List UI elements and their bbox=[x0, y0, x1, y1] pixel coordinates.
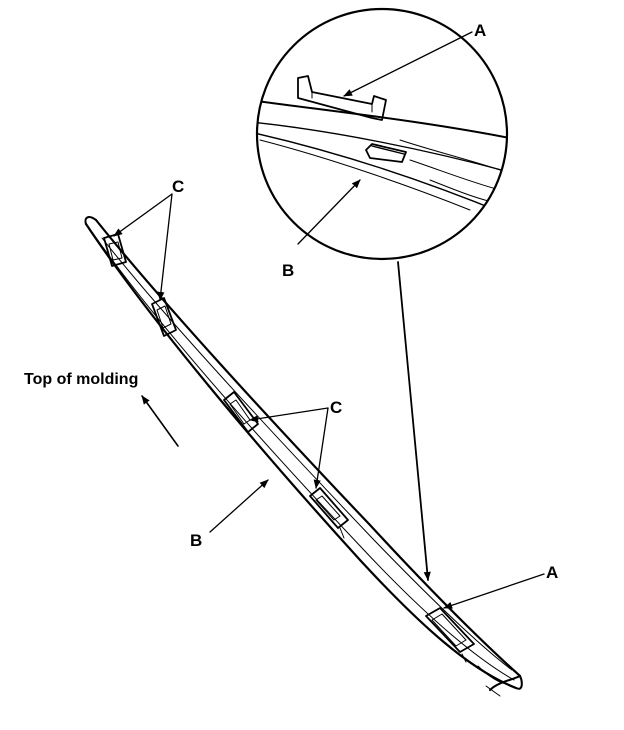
leader-lines bbox=[113, 31, 545, 609]
clip-c-1 bbox=[103, 233, 127, 267]
label-a-low: A bbox=[546, 563, 558, 582]
molding-inner-edge bbox=[94, 218, 522, 678]
leader-c-top-1 bbox=[113, 193, 173, 237]
leader-c-mid-1 bbox=[249, 407, 329, 423]
zoom-clip-b bbox=[365, 143, 407, 163]
leader-a-low bbox=[443, 573, 545, 609]
top-of-molding-label: Top of molding bbox=[24, 371, 138, 388]
leader-a-top bbox=[343, 31, 473, 97]
leader-b-top bbox=[297, 179, 361, 245]
zoom-circle bbox=[255, 7, 509, 261]
clip-c-4 bbox=[309, 487, 349, 539]
clip-a-lower bbox=[425, 607, 475, 663]
direction-arrow bbox=[141, 395, 179, 447]
leader-c-mid-2 bbox=[313, 407, 329, 489]
label-b-low: B bbox=[190, 531, 202, 550]
zoom-reference-arrow bbox=[397, 261, 431, 581]
leader-c-top-2 bbox=[157, 193, 173, 301]
molding-flange-line bbox=[101, 237, 513, 671]
zoom-detail bbox=[257, 75, 507, 221]
label-c-top: C bbox=[172, 177, 184, 196]
molding-strip bbox=[84, 216, 523, 697]
molding-end-detail bbox=[477, 665, 509, 697]
molding-top-end bbox=[84, 216, 97, 225]
label-b-top: B bbox=[282, 261, 294, 280]
label-c-mid: C bbox=[330, 398, 342, 417]
leader-b-low bbox=[209, 479, 269, 533]
zoom-clip-a bbox=[297, 75, 387, 121]
label-a-top: A bbox=[474, 21, 486, 40]
molding-outer-edge bbox=[84, 222, 518, 690]
molding-bottom-end bbox=[489, 675, 523, 691]
molding-groove-line bbox=[91, 231, 515, 681]
